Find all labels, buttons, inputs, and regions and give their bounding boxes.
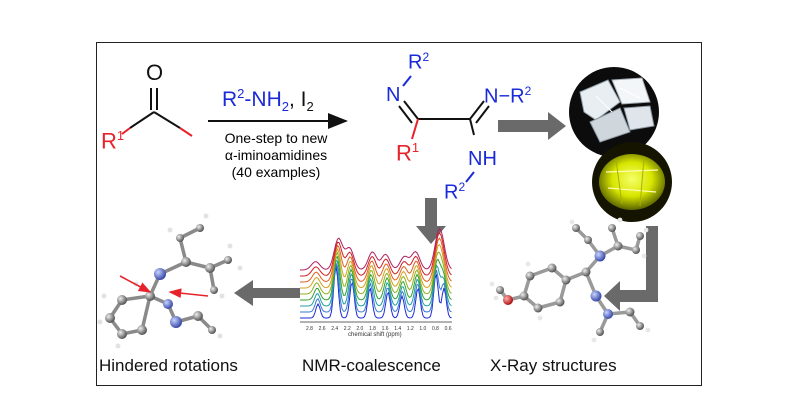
nmr-trace [300,259,452,307]
ketone-r1-label: R1 [101,128,124,154]
reagent-iodine-sub: 2 [306,99,314,115]
reagent-amine-rest: -NH [244,88,282,111]
nmr-tick-label: 0.8 [432,326,439,332]
nmr-tick-label: 0.6 [445,326,452,332]
product-n-left: N [386,84,401,106]
nmr-tick-label: 2.8 [306,326,313,332]
ketone-methyl-bond [179,127,193,137]
reagent-iodine-text: , I [288,88,307,111]
nmr-trace [300,227,452,271]
ketone-structure [129,88,181,129]
product-n-right: N−R2 [484,84,531,109]
product-n-right-sup: 2 [524,84,532,98]
product-r2-top: R2 [408,50,429,75]
product-r1-letter: R [396,140,412,166]
nmr-trace [300,265,452,319]
reagent-amine: R2-NH2 [222,86,289,115]
nmr-tick-label: 2.2 [344,326,351,332]
reagent-label: R2-NH2, I2 [222,86,314,114]
nmr-trace [300,243,452,289]
conditions-line-2: α-iminoamidines [224,147,328,163]
nmr-tick-label: 1.4 [394,326,401,332]
gray-arrows [234,112,658,311]
conditions-line-3: (40 examples) [231,164,321,180]
product-structure [398,75,490,183]
rotation-arrow-left [119,275,152,293]
ketone-r1-superscript: 1 [116,128,125,143]
product-nh: NH [468,148,497,170]
xray-structure-icon [489,217,651,343]
caption-nmr-coalescence: NMR-coalescence [302,356,441,375]
product-r1: R1 [396,140,419,166]
nmr-trace [300,237,452,283]
nmr-tick-label: 2.4 [331,326,338,332]
reagent-iodine: , I2 [288,88,314,115]
nmr-stack-icon [300,227,452,323]
nmr-tick-label: 1.0 [419,326,426,332]
rotation-arrow-right [168,288,209,298]
nmr-trace [300,255,452,301]
product-r2-bottom: R2 [444,180,465,205]
product-r2-bottom-sup: 2 [458,180,466,194]
ketone-oxygen-label: O [146,60,164,85]
caption-hindered-rotations: Hindered rotations [99,356,238,375]
nmr-tick-label: 2.6 [319,326,326,332]
nmr-tick-labels: 2.8 2.6 2.4 2.2 2.0 1.8 1.6 1.4 1.2 1.0 0.8 0.6 [306,326,452,332]
reagent-amine-sub: 2 [281,99,289,115]
nmr-axis-label: chemical shift (ppm) [348,332,402,338]
nmr-tick-label: 1.6 [382,326,389,332]
ketone-r1-bond [121,127,131,135]
product-r2-top-sup: 2 [422,50,430,64]
glowing-crystal-icon [592,142,672,222]
nmr-tick-label: 2.0 [356,326,363,332]
nmr-trace [300,231,452,277]
conditions-line-1: One-step to new [224,130,328,146]
reaction-conditions: One-step to new α-iminoamidines (40 exam… [211,130,341,181]
crystal-photo-icon [569,67,659,157]
product-r2-bottom-letter: R [444,181,459,204]
ketone-r1-letter: R [101,128,117,154]
nmr-tick-label: 1.8 [369,326,376,332]
reagent-amine-sup: 2 [237,86,245,101]
product-r2-top-letter: R [408,51,423,74]
nmr-trace [300,262,452,313]
nmr-trace [300,251,452,295]
molecule-model-icon [97,213,243,349]
reagent-amine-r: R [222,88,238,111]
caption-xray-structures: X-Ray structures [490,356,617,375]
product-r1-sup: 1 [411,140,420,155]
nmr-tick-label: 1.2 [407,326,414,332]
product-n-right-text: N−R [484,85,525,108]
